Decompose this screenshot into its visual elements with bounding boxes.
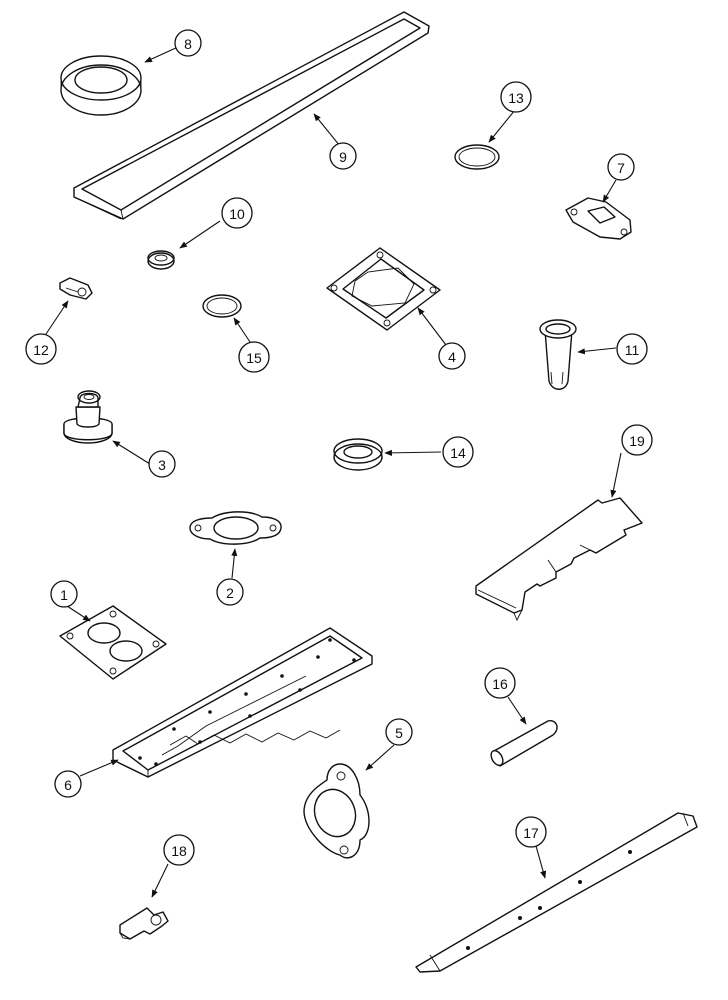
callout-10-label: 10 <box>229 206 245 222</box>
callout-18: 18 <box>163 834 195 866</box>
callout-12: 12 <box>25 333 57 365</box>
callout-19: 19 <box>621 424 653 456</box>
leader-lines <box>43 46 622 898</box>
callout-17: 17 <box>515 816 547 848</box>
callout-13: 13 <box>500 81 532 113</box>
part-10-small-seal <box>147 250 175 270</box>
part-14-thick-ring <box>333 438 383 471</box>
callout-13-label: 13 <box>508 90 524 106</box>
callout-18-label: 18 <box>171 843 187 859</box>
callout-5: 5 <box>385 718 413 746</box>
callout-1-label: 1 <box>60 587 68 603</box>
callout-16-label: 16 <box>492 676 508 692</box>
part-4-square-gasket <box>326 247 441 331</box>
part-12-clip <box>59 277 93 300</box>
callout-6-label: 6 <box>64 777 72 793</box>
callout-14-label: 14 <box>450 445 466 461</box>
callout-2: 2 <box>216 578 244 606</box>
callout-8-label: 8 <box>184 36 192 52</box>
callout-16: 16 <box>484 667 516 699</box>
callout-5-label: 5 <box>395 725 403 741</box>
callout-10: 10 <box>221 197 253 229</box>
callout-3: 3 <box>148 450 176 478</box>
callout-4-label: 4 <box>448 349 456 365</box>
part-15-ring <box>202 294 242 318</box>
part-5-flange-plate <box>303 763 370 859</box>
callout-14: 14 <box>442 436 474 468</box>
callout-11: 11 <box>616 333 648 365</box>
callout-4: 4 <box>438 342 466 370</box>
callout-15-label: 15 <box>246 350 262 366</box>
callout-3-label: 3 <box>158 457 166 473</box>
part-9-long-gasket <box>73 11 430 220</box>
part-7-flange-gasket <box>565 197 632 240</box>
callout-6: 6 <box>54 770 82 798</box>
callout-9: 9 <box>329 142 357 170</box>
callout-2-label: 2 <box>226 585 234 601</box>
part-1-double-port-gasket <box>59 605 167 680</box>
callout-8: 8 <box>174 29 202 57</box>
part-17-long-bar <box>415 812 698 973</box>
callout-9-label: 9 <box>339 149 347 165</box>
callout-7: 7 <box>607 153 635 181</box>
part-11-sleeve <box>539 319 577 390</box>
callout-15: 15 <box>238 341 270 373</box>
callout-7-label: 7 <box>617 160 625 176</box>
callout-12-label: 12 <box>33 342 49 358</box>
callout-17-label: 17 <box>523 825 539 841</box>
callout-11-label: 11 <box>625 342 640 358</box>
callout-19-label: 19 <box>629 433 645 449</box>
part-13-o-ring <box>454 144 500 170</box>
part-2-flange-gasket <box>189 511 282 545</box>
part-18-bracket <box>119 907 169 940</box>
callout-1: 1 <box>50 580 78 608</box>
part-19-plate <box>475 497 643 622</box>
part-16-pin <box>490 720 558 767</box>
part-8-seal-ring <box>60 55 142 116</box>
part-3-bushing <box>63 390 113 444</box>
